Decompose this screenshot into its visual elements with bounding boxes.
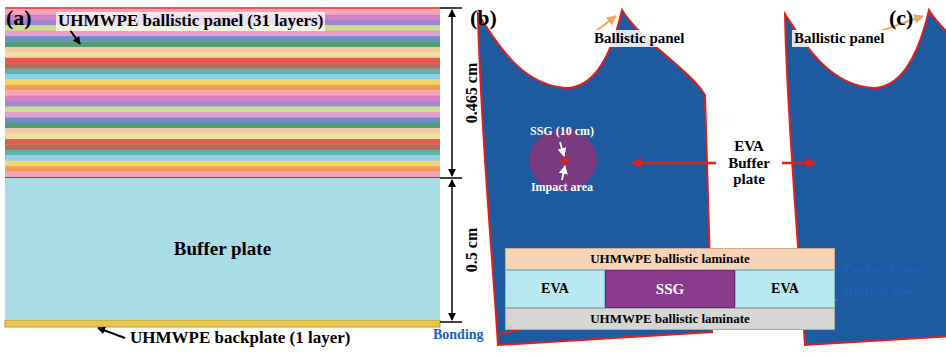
ply-layer: [5, 123, 440, 129]
panel-letter: (c): [889, 6, 913, 30]
part-label: Ballistic panel: [792, 30, 886, 47]
ply-layer: [5, 74, 440, 80]
node-label: UHMWPE ballistic laminate: [590, 312, 750, 326]
leader-line: [632, 162, 716, 165]
panel-letter: (a): [6, 6, 32, 30]
vest-panel: [478, 10, 712, 345]
ply-layer: [5, 42, 440, 48]
part-label: EVA Buffer plate: [718, 138, 780, 188]
ply-layer: [5, 85, 440, 91]
leader-line: [562, 166, 565, 180]
leader-line: [70, 30, 80, 44]
eva-band: EVA: [735, 270, 835, 308]
ply-layer: [5, 69, 440, 75]
node-label: SSG: [656, 281, 684, 298]
ply-layer: [5, 150, 440, 156]
part-label: SSG (10 cm): [530, 125, 594, 138]
node-label: EVA: [771, 281, 799, 296]
backplate: [5, 320, 440, 327]
note-label: •Enclosed space: [840, 262, 928, 276]
dimension-line: [451, 180, 453, 320]
ply-layer: [5, 79, 440, 85]
ply-layer: [5, 96, 440, 102]
impact-point: [562, 158, 569, 165]
ply-layer: [5, 128, 440, 134]
ballistic-layers: [5, 9, 440, 177]
laminate-band: UHMWPE ballistic laminate: [505, 308, 835, 330]
laminate-band: UHMWPE ballistic laminate: [505, 248, 835, 270]
dimension-label: 0.5 cm: [463, 228, 481, 272]
ply-layer: [5, 144, 440, 150]
ply-layer: [5, 166, 440, 172]
node-label: Buffer plate: [174, 239, 271, 260]
leader-line: [782, 162, 815, 165]
panel-letter: (b): [470, 6, 497, 30]
part-label: UHMWPE ballistic panel (31 layers): [56, 12, 325, 31]
node-label: EVA: [541, 281, 569, 296]
eva-band: EVA: [505, 270, 605, 308]
ply-layer: [5, 58, 440, 64]
ply-layer: [5, 172, 440, 178]
ply-layer: [5, 155, 440, 161]
ply-layer: [5, 90, 440, 96]
ply-layer: [5, 47, 440, 53]
dimension-tick: [440, 7, 462, 9]
leader-line: [98, 328, 125, 338]
ply-layer: [5, 107, 440, 113]
ply-layer: [5, 139, 440, 145]
part-label: UHMWPE backplate (1 layer): [130, 329, 351, 348]
note-label: •Restrict flow: [840, 284, 916, 298]
ply-layer: [5, 134, 440, 140]
ply-layer: [5, 52, 440, 58]
panel-top-edge: [5, 7, 440, 9]
buffer-plate: Buffer plate: [5, 178, 440, 320]
node-label: UHMWPE ballistic laminate: [590, 252, 750, 266]
ply-layer: [5, 63, 440, 69]
ply-layer: [5, 117, 440, 123]
dimension-label: 0.465 cm: [463, 63, 481, 123]
dimension-line: [451, 10, 453, 176]
part-label: Impact area: [531, 181, 593, 194]
part-label: Bonding: [433, 327, 484, 342]
ply-layer: [5, 101, 440, 107]
dimension-tick: [440, 177, 462, 179]
ply-layer: [5, 112, 440, 118]
leader-line: [560, 142, 564, 156]
ply-layer: [5, 36, 440, 42]
ply-layer: [5, 161, 440, 167]
dimension-tick: [440, 321, 462, 323]
part-label: Ballistic panel: [592, 30, 686, 47]
ssg-band: SSG: [605, 270, 735, 308]
